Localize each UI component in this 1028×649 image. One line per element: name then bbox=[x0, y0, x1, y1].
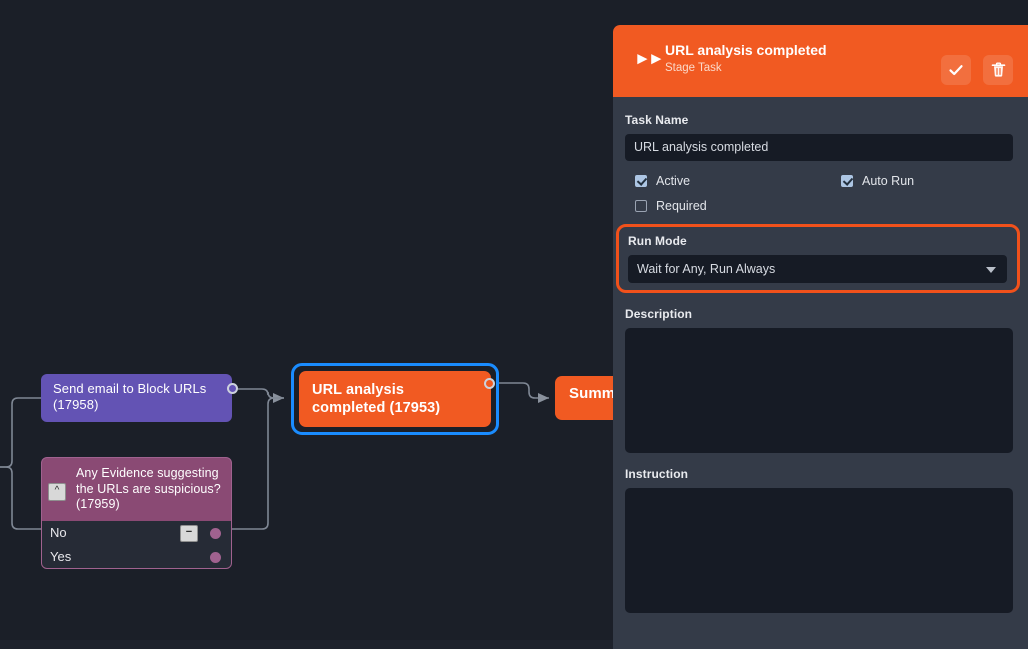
decision-node-branches: No − Yes bbox=[42, 521, 231, 568]
decision-node[interactable]: ^ Any Evidence suggesting the URLs are s… bbox=[41, 457, 232, 569]
decision-branch-yes[interactable]: Yes bbox=[42, 545, 231, 568]
active-checkbox[interactable] bbox=[635, 175, 647, 187]
task-properties-panel: ►► URL analysis completed Stage Task Tas… bbox=[613, 25, 1028, 649]
decision-branch-no[interactable]: No − bbox=[42, 521, 231, 545]
run-mode-label: Run Mode bbox=[628, 234, 687, 248]
panel-subtitle: Stage Task bbox=[665, 62, 722, 74]
url-analysis-node-line2: completed (17953) bbox=[312, 400, 441, 416]
panel-body: Task Name URL analysis completed Active … bbox=[613, 97, 1028, 613]
send-email-node[interactable]: Send email to Block URLs (17958) bbox=[41, 374, 232, 422]
decision-branch-yes-port[interactable] bbox=[210, 552, 221, 563]
decision-branch-yes-label: Yes bbox=[50, 549, 72, 564]
run-mode-select[interactable]: Wait for Any, Run Always bbox=[628, 255, 1007, 283]
send-email-node-line1: Send email to Block URLs bbox=[53, 381, 207, 396]
run-mode-highlight-group: Run Mode Wait for Any, Run Always bbox=[616, 224, 1020, 293]
decision-node-line2: the URLs are suspicious? bbox=[76, 481, 221, 496]
url-analysis-node-line1: URL analysis bbox=[312, 382, 405, 398]
decision-branch-no-label: No bbox=[50, 525, 67, 540]
checkbox-group: Active Auto Run Required bbox=[625, 174, 1013, 213]
url-analysis-node[interactable]: URL analysis completed (17953) bbox=[299, 371, 491, 427]
checkbox-row-2: Required bbox=[625, 199, 1013, 213]
minus-icon[interactable]: − bbox=[180, 525, 198, 542]
checkbox-row-1: Active Auto Run bbox=[625, 174, 1013, 188]
required-checkbox[interactable] bbox=[635, 200, 647, 212]
auto-run-checkbox[interactable] bbox=[841, 175, 853, 187]
task-name-label: Task Name bbox=[625, 113, 689, 127]
checkbox-required[interactable]: Required bbox=[625, 199, 831, 213]
required-label: Required bbox=[656, 199, 707, 213]
description-section: Description bbox=[625, 306, 1013, 453]
page-title: URL analysis completed bbox=[665, 42, 827, 58]
auto-run-label: Auto Run bbox=[862, 174, 915, 188]
send-email-node-line2: (17958) bbox=[53, 397, 99, 412]
caret-up-icon[interactable]: ^ bbox=[48, 483, 66, 501]
decision-node-line1: Any Evidence suggesting bbox=[76, 466, 219, 480]
decision-node-header: ^ Any Evidence suggesting the URLs are s… bbox=[42, 458, 231, 521]
checkbox-auto-run[interactable]: Auto Run bbox=[831, 174, 914, 188]
panel-header: ►► URL analysis completed Stage Task bbox=[613, 25, 1028, 97]
summary-node-label: Summ bbox=[569, 385, 616, 402]
panel-header-text: URL analysis completed Stage Task bbox=[665, 41, 827, 76]
fast-forward-icon: ►► bbox=[634, 49, 665, 68]
delete-button[interactable] bbox=[983, 55, 1013, 85]
instruction-section: Instruction bbox=[625, 466, 1013, 613]
active-label: Active bbox=[656, 174, 691, 188]
check-icon bbox=[949, 65, 963, 76]
description-input[interactable] bbox=[625, 328, 1013, 453]
chevron-down-icon[interactable] bbox=[986, 267, 996, 273]
url-analysis-node-selection-ring[interactable]: URL analysis completed (17953) bbox=[291, 363, 499, 435]
decision-node-line3: (17959) bbox=[76, 497, 120, 511]
run-mode-value: Wait for Any, Run Always bbox=[637, 262, 776, 276]
send-email-node-output-port[interactable] bbox=[227, 383, 238, 394]
confirm-button[interactable] bbox=[941, 55, 971, 85]
trash-icon bbox=[991, 62, 1005, 77]
checkbox-active[interactable]: Active bbox=[625, 174, 831, 188]
task-name-input[interactable]: URL analysis completed bbox=[625, 134, 1013, 161]
canvas-bottom-band bbox=[0, 640, 613, 649]
instruction-label: Instruction bbox=[625, 467, 689, 481]
decision-branch-no-port[interactable] bbox=[210, 528, 221, 539]
instruction-input[interactable] bbox=[625, 488, 1013, 613]
description-label: Description bbox=[625, 307, 693, 321]
url-analysis-node-output-port[interactable] bbox=[484, 378, 495, 389]
